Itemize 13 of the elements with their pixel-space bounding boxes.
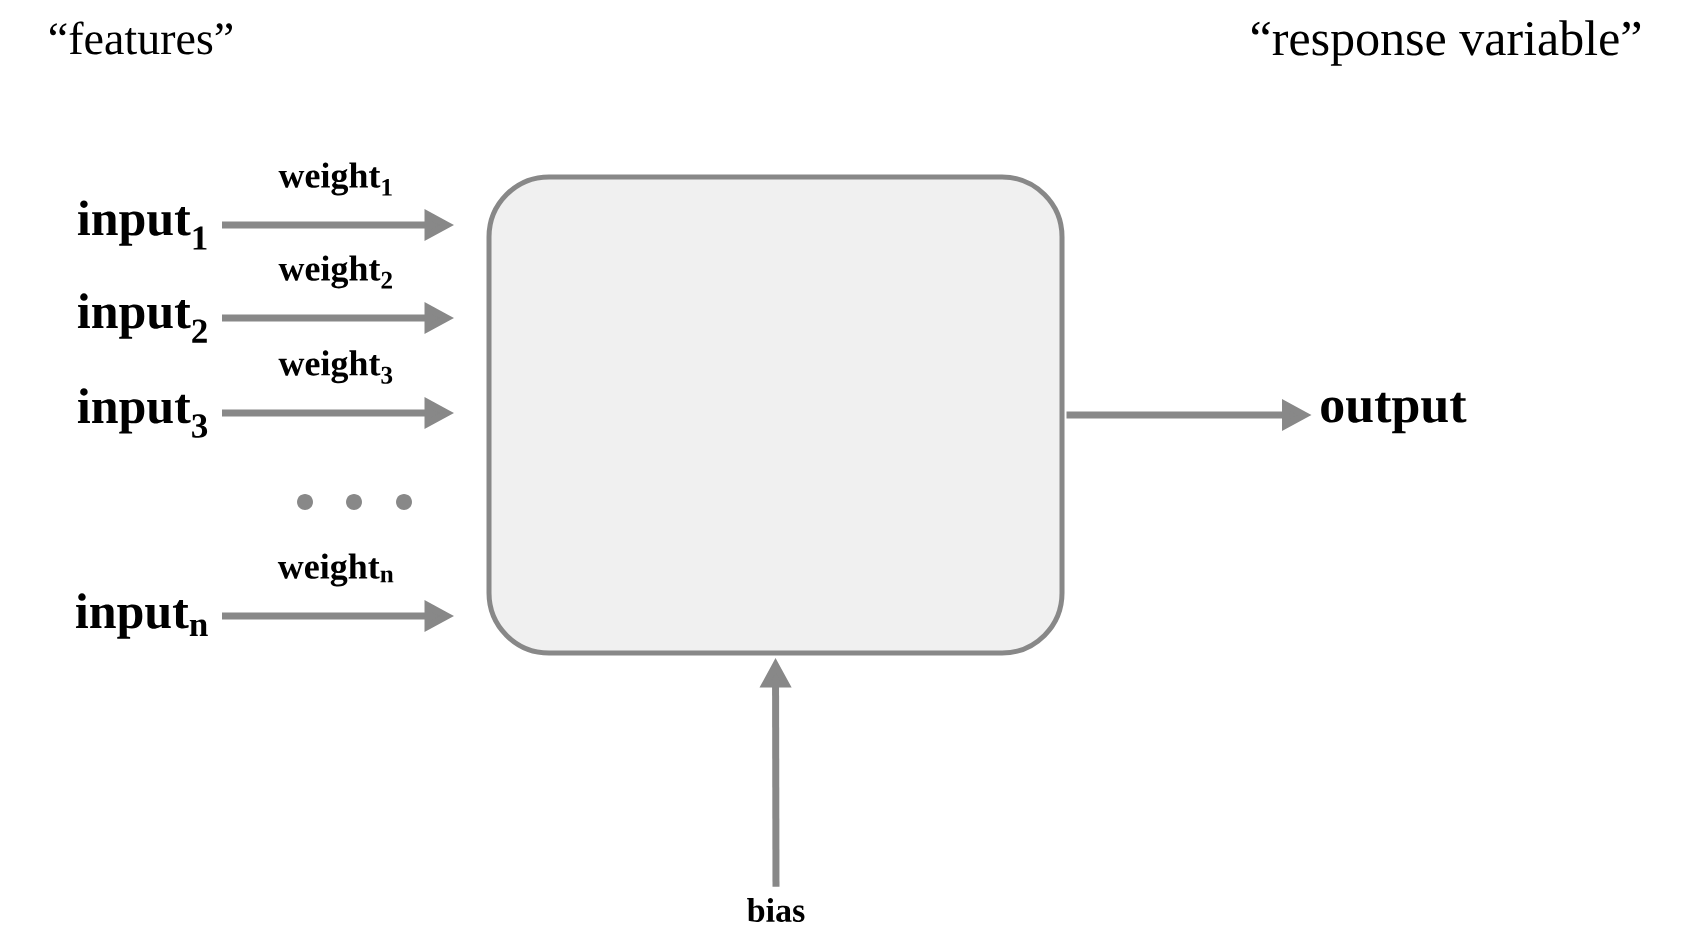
- weight-label: weight$_{3}$: [278, 350, 393, 384]
- input-label: input$_{n}$: [75, 593, 208, 639]
- heading-label: “features”: [50, 21, 232, 55]
- weight-label: weight$_{n}$: [277, 553, 394, 587]
- input-label: input$_{3}$: [77, 388, 208, 438]
- input-label: input$_{1}$: [77, 200, 207, 250]
- neuron-box: [486, 174, 1065, 656]
- heading-label: “response variable”: [1252, 20, 1641, 66]
- weight-label: weight$_{1}$: [278, 162, 392, 196]
- weight-label: weight$_{2}$: [278, 255, 392, 289]
- bias-label: bias: [747, 898, 805, 922]
- output-label: output: [1321, 392, 1467, 434]
- input-label: input$_{2}$: [77, 293, 207, 343]
